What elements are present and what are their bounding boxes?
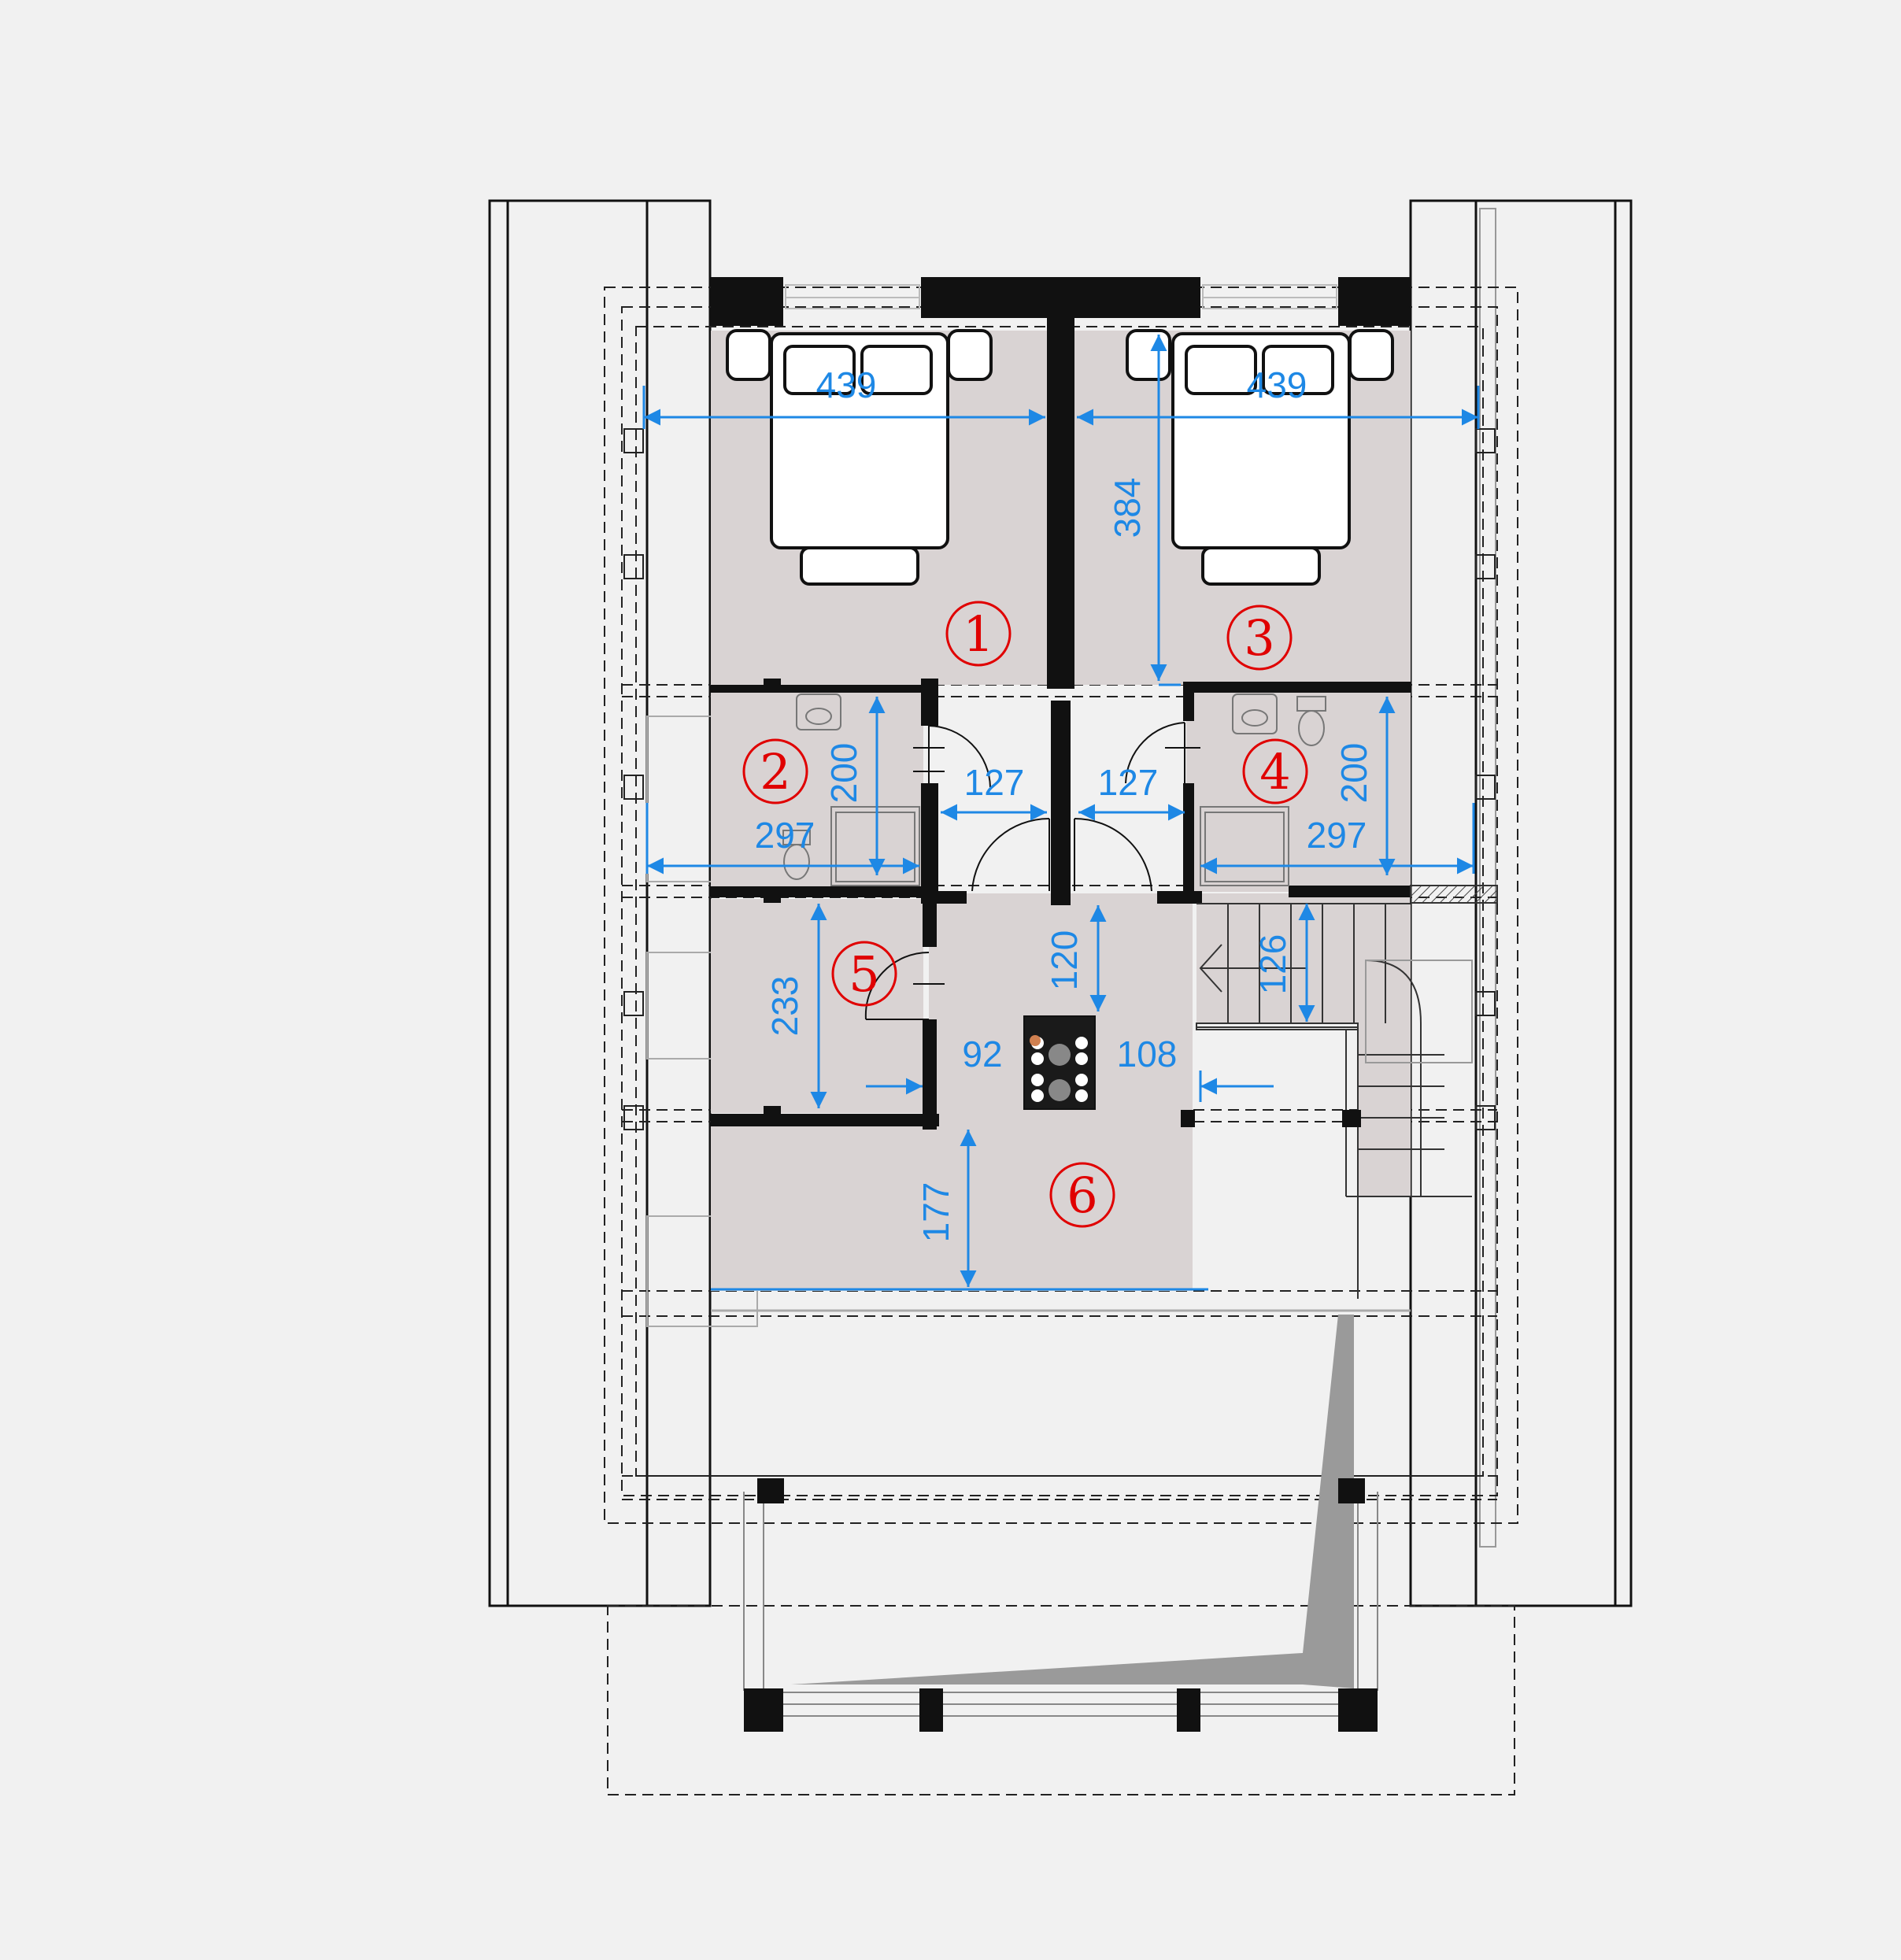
room-number-5: 5 [831, 941, 897, 1007]
room-number-1: 1 [945, 601, 1012, 667]
room-number-6: 6 [1049, 1162, 1115, 1228]
dimension-label: 92 [962, 1034, 1002, 1074]
dimension-label: 200 [823, 743, 864, 804]
room-number-label: 5 [849, 945, 879, 1003]
bed-icon [726, 329, 993, 586]
room-number-3: 3 [1226, 605, 1293, 671]
dimension-label: 297 [755, 815, 816, 856]
dimension-label: 177 [915, 1182, 956, 1243]
dimension-label: 127 [1098, 762, 1159, 803]
windows [785, 284, 1337, 309]
dimension-label: 233 [764, 976, 805, 1037]
dimension-lines [642, 335, 1480, 1287]
balcony [711, 1309, 1411, 1732]
skylight-strip [1479, 208, 1496, 1548]
dimension-label: 120 [1044, 930, 1085, 991]
dimension-label: 108 [1117, 1034, 1178, 1074]
stove-icon [1025, 1017, 1094, 1108]
room-number-2: 2 [742, 738, 808, 804]
dimension-label: 439 [1247, 364, 1307, 405]
room-number-label: 1 [963, 605, 993, 663]
dimension-label: 200 [1333, 743, 1374, 804]
eave-ticks [623, 428, 1496, 1130]
room-numbers: 1 2 3 4 5 6 [742, 601, 1308, 1228]
dimension-labels: 439 439 384 200 200 127 127 297 297 233 … [755, 364, 1374, 1242]
room-number-label: 3 [1244, 609, 1274, 667]
stairs [1196, 903, 1473, 1299]
room-number-label: 4 [1259, 743, 1290, 801]
dimension-label: 439 [816, 364, 877, 405]
dimension-label: 126 [1252, 934, 1293, 995]
room-number-label: 6 [1067, 1167, 1097, 1224]
room-number-label: 2 [760, 743, 790, 801]
room-number-4: 4 [1242, 738, 1308, 804]
stair-hatch [1410, 885, 1498, 904]
dimension-label: 127 [964, 762, 1025, 803]
dimension-label: 384 [1107, 478, 1148, 538]
dimension-label: 297 [1307, 815, 1367, 856]
